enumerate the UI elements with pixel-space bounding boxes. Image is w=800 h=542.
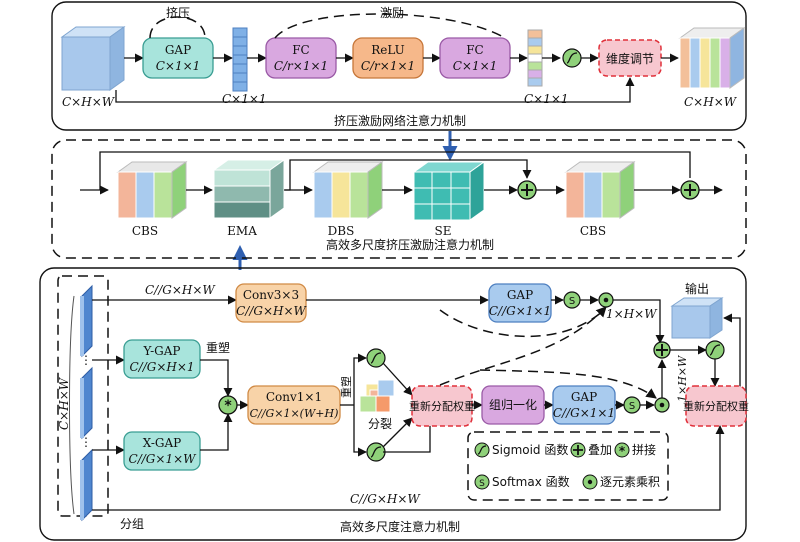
mid-dbs-label: DBS bbox=[328, 224, 355, 238]
ema-xgap-dims: C//G×1×W bbox=[129, 452, 198, 466]
ema-gap-top-title: GAP bbox=[507, 288, 533, 302]
ema-sigmoid-icon-3 bbox=[705, 340, 725, 360]
ema-output-label: 输出 bbox=[685, 281, 709, 296]
ema-cross-dash-3 bbox=[479, 369, 657, 399]
ema-gap-top-dims: C//G×1×1 bbox=[489, 304, 551, 318]
ema-bottom-dims: C//G×H×W bbox=[350, 492, 421, 506]
ema-group-dims: C×H×W bbox=[57, 376, 71, 430]
mid-ema-cube bbox=[212, 159, 286, 219]
ema-ygap-title: Y-GAP bbox=[143, 344, 181, 358]
ema-split-stack bbox=[359, 379, 395, 413]
ema-conv1-dims: C//G×1×(W+H) bbox=[250, 407, 339, 420]
mid-dbs-cube bbox=[312, 161, 384, 219]
legend-add-label: 叠加 bbox=[588, 443, 612, 457]
ema-split-label: 分裂 bbox=[368, 417, 392, 431]
se-relu-title: ReLU bbox=[371, 43, 405, 57]
ema-conv3-title: Conv3×3 bbox=[243, 288, 299, 302]
svg-text:⋮: ⋮ bbox=[80, 353, 92, 367]
ema-xgap-title: X-GAP bbox=[143, 436, 182, 450]
legend-concat-label: 拼接 bbox=[632, 442, 656, 457]
ema-top-path-dims: C//G×H×W bbox=[145, 283, 216, 297]
mid-caption: 高效多尺度挤压激励注意力机制 bbox=[326, 237, 494, 252]
ema-sigmoid-icon-1 bbox=[366, 348, 386, 368]
se-fc2-dims: C×1×1 bbox=[453, 59, 498, 73]
svg-text:*: * bbox=[619, 444, 626, 458]
legend-sigmoid-label: Sigmoid 函数 bbox=[492, 442, 568, 457]
ema-softmax-symbol-1: S bbox=[569, 296, 575, 307]
legend-softmax-symbol: S bbox=[479, 479, 485, 489]
ema-reweight1-block bbox=[411, 385, 473, 427]
se-scale-label: 维度调节 bbox=[606, 51, 654, 66]
svg-text:⋮: ⋮ bbox=[80, 435, 92, 449]
se-bypass-line bbox=[115, 77, 635, 103]
se-squeeze-label: 挤压 bbox=[166, 5, 190, 20]
se-input-dims: C×H×W bbox=[62, 95, 116, 109]
mid-se-label: SE bbox=[435, 224, 452, 238]
ema-reshape2-label: 重塑 bbox=[339, 376, 353, 398]
ema-reshape1-label: 重塑 bbox=[206, 340, 230, 355]
se-sigmoid-icon bbox=[562, 48, 582, 68]
se-gap-title: GAP bbox=[165, 43, 191, 57]
ema-panel: ⋮ ⋮ C×H×W 分组 C//G×H×W Conv3×3 C//G×H×W G… bbox=[39, 267, 749, 541]
se-vector-1 bbox=[232, 27, 248, 92]
ema-conv3-block bbox=[235, 283, 307, 323]
se-caption: 挤压激励网络注意力机制 bbox=[334, 113, 466, 128]
ema-xgap-block bbox=[123, 431, 201, 471]
mid-cbs1-label: CBS bbox=[132, 224, 158, 238]
legend-concat-icon bbox=[614, 442, 630, 458]
se-panel-frame bbox=[51, 1, 747, 131]
legend-multiply-label: 逐元素乘积 bbox=[600, 475, 660, 489]
ema-reweight2-label: 重新分配权重 bbox=[683, 399, 749, 413]
mid-cbs2-cube bbox=[564, 161, 636, 219]
ema-groupnorm-label: 组归一化 bbox=[489, 398, 537, 412]
se-vec1-dims: C×1×1 bbox=[222, 92, 267, 106]
ema-softmax-symbol-2: S bbox=[629, 401, 635, 412]
se-panel: C×H×W GAP C×1×1 挤压 C×1×1 FC C/r×1×1 ReLU… bbox=[51, 1, 747, 131]
ema-cross-dash-1 bbox=[439, 309, 605, 337]
ema-reweight1-label: 重新分配权重 bbox=[409, 399, 475, 413]
mid-cbs1-cube bbox=[116, 161, 188, 219]
se-fc1-dims: C/r×1×1 bbox=[274, 59, 328, 73]
ema-ygap-dims: C//G×H×1 bbox=[129, 360, 194, 374]
ema-gap-bot-dims: C//G×1×1 bbox=[553, 406, 615, 420]
mid-panel: CBS EMA DBS bbox=[51, 139, 747, 259]
se-fc2-title: FC bbox=[466, 43, 484, 57]
se-input-cube bbox=[60, 26, 126, 91]
se-excite-arc bbox=[274, 13, 506, 39]
se-relu-dims: C/r×1×1 bbox=[361, 59, 415, 73]
ema-gap-top-block bbox=[488, 283, 552, 323]
legend-softmax-label: Softmax 函数 bbox=[492, 474, 570, 489]
ema-gap-bot-title: GAP bbox=[571, 390, 597, 404]
se-fc1-title: FC bbox=[292, 43, 310, 57]
legend-frame bbox=[467, 431, 669, 501]
ema-hw2-label: 1×H×W bbox=[676, 354, 689, 402]
legend-softmax-icon bbox=[474, 474, 490, 490]
se-excite-label: 激励 bbox=[380, 6, 404, 20]
ema-caption: 高效多尺度注意力机制 bbox=[340, 519, 460, 534]
se-output-stack bbox=[678, 27, 746, 89]
ema-output-cube bbox=[670, 297, 724, 339]
mid-cbs2-label: CBS bbox=[580, 224, 606, 238]
ema-legend: Sigmoid 函数 叠加 * 拼接 S Softmax 函数 逐元素乘积 bbox=[467, 431, 669, 501]
ema-ygap-block bbox=[123, 339, 201, 379]
ema-group-label: 分组 bbox=[120, 517, 144, 531]
se-vector-2 bbox=[527, 29, 543, 87]
ema-group-slices: ⋮ ⋮ bbox=[80, 284, 93, 522]
se-squeeze-arc bbox=[149, 16, 206, 39]
ema-hw1-label: 1×H×W bbox=[606, 307, 658, 321]
se-vec2-dims: C×1×1 bbox=[524, 92, 569, 106]
mid-se-cube bbox=[412, 161, 486, 221]
se-output-dims: C×H×W bbox=[684, 95, 738, 109]
legend-sigmoid-icon bbox=[474, 442, 490, 458]
ema-sigmoid-icon-2 bbox=[366, 442, 386, 462]
ema-conv3-dims: C//G×H×W bbox=[236, 304, 307, 318]
mid-ema-label: EMA bbox=[227, 224, 257, 238]
se-gap-dims: C×1×1 bbox=[156, 59, 201, 73]
svg-text:*: * bbox=[224, 398, 232, 414]
ema-cross-dash-2 bbox=[439, 306, 607, 386]
ema-conv1-title: Conv1×1 bbox=[266, 390, 322, 404]
